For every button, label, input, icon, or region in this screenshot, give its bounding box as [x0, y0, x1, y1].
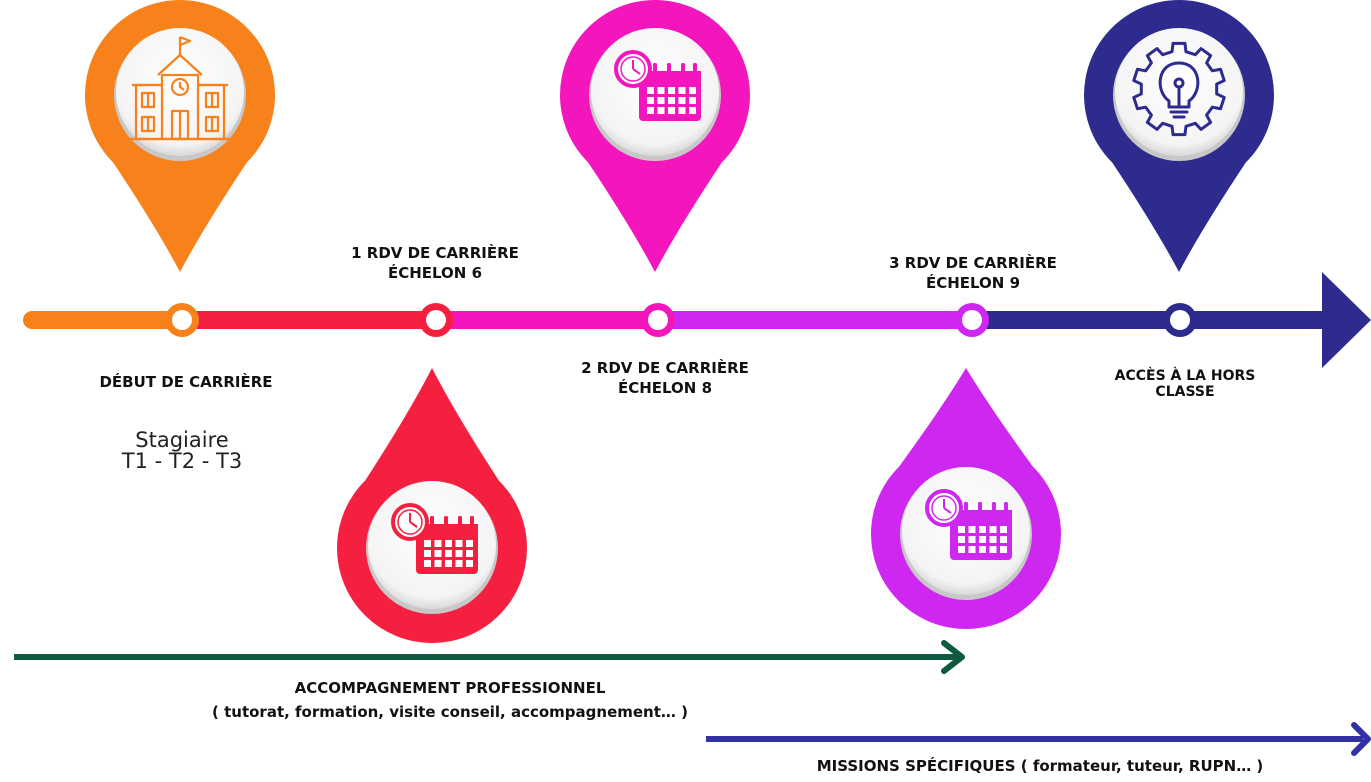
timeline-nodes: [165, 303, 1197, 337]
map-pin-rdv3: [870, 368, 1061, 630]
milestone-label-rdv1: 1 RDV DE CARRIÈRE ÉCHELON 6: [351, 244, 519, 282]
bar-label-accompagnement: ACCOMPAGNEMENT PROFESSIONNEL ( tutorat, …: [212, 679, 688, 721]
map-pin-rdv2: [560, 0, 750, 272]
timeline-node-hors_classe: [1163, 303, 1197, 337]
accompagnement-arrow: [14, 640, 965, 674]
timeline-node-debut: [165, 303, 199, 337]
timeline-track: [23, 272, 1371, 368]
milestone-label-rdv3: 3 RDV DE CARRIÈRE ÉCHELON 9: [889, 254, 1057, 292]
calendar-clock-icon: [614, 50, 701, 121]
calendar-clock-icon: [925, 489, 1012, 560]
milestone-label-hors-classe: ACCÈS À LA HORS CLASSE: [1114, 368, 1256, 400]
timeline-node-rdv1: [419, 303, 453, 337]
map-pin-debut: [85, 0, 275, 272]
calendar-clock-icon: [391, 503, 478, 574]
milestone-sublabel-debut: Stagiaire T1 - T2 - T3: [121, 428, 243, 473]
milestone-label-debut: DÉBUT DE CARRIÈRE: [99, 373, 273, 391]
missions-arrow: [706, 722, 1371, 756]
bar-label-missions: MISSIONS SPÉCIFIQUES ( formateur, tuteur…: [816, 757, 1264, 775]
lightbulb-gear-icon: [1132, 41, 1226, 137]
map-pin-hors_classe: [1084, 0, 1274, 272]
timeline-node-rdv2: [641, 303, 675, 337]
timeline-arrowhead: [1322, 272, 1371, 368]
map-pin-rdv1: [337, 368, 527, 644]
milestone-label-rdv2: 2 RDV DE CARRIÈRE ÉCHELON 8: [581, 359, 749, 397]
school-building-icon: [128, 35, 232, 141]
timeline-node-rdv3: [955, 303, 989, 337]
